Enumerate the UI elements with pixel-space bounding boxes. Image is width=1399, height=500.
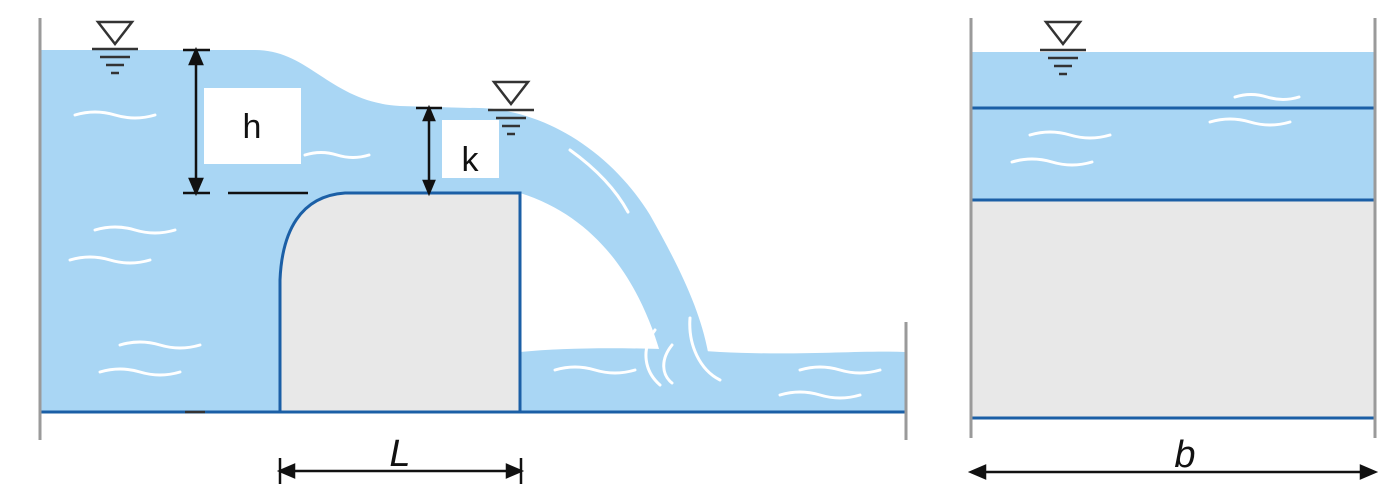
cross-section-water (972, 52, 1374, 200)
L-label: L (389, 433, 410, 475)
water-level-symbol (92, 20, 138, 75)
k-label: k (462, 141, 480, 179)
downstream-water (520, 348, 905, 412)
h-label: h (243, 108, 262, 146)
water-level-symbol (488, 80, 534, 136)
k-label-box (442, 120, 499, 178)
k-dimension (416, 104, 442, 197)
water-level-symbol (1040, 20, 1086, 76)
cross-section-view: b (967, 18, 1379, 480)
b-dimension (967, 464, 1379, 480)
b-label: b (1174, 434, 1195, 476)
weir-body (278, 191, 522, 412)
L-dimension (276, 458, 525, 484)
h-label-box (204, 88, 301, 164)
wave-lines (68, 110, 882, 400)
side-view: h k L (38, 18, 908, 484)
h-dimension (183, 46, 308, 414)
cross-section-weir (972, 200, 1374, 418)
wave-lines (1010, 93, 1301, 167)
